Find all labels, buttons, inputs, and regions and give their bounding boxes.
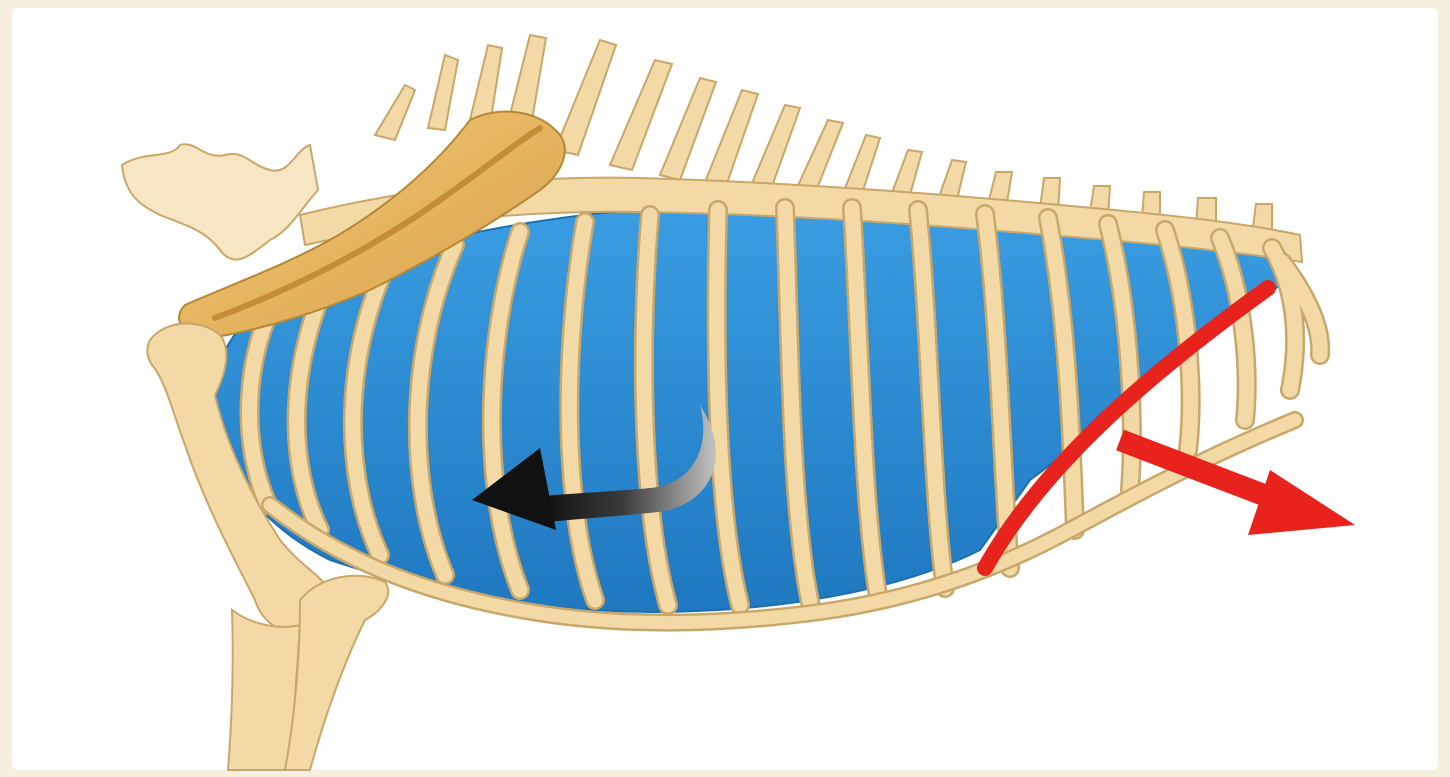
thorax-diagram bbox=[0, 0, 1450, 777]
